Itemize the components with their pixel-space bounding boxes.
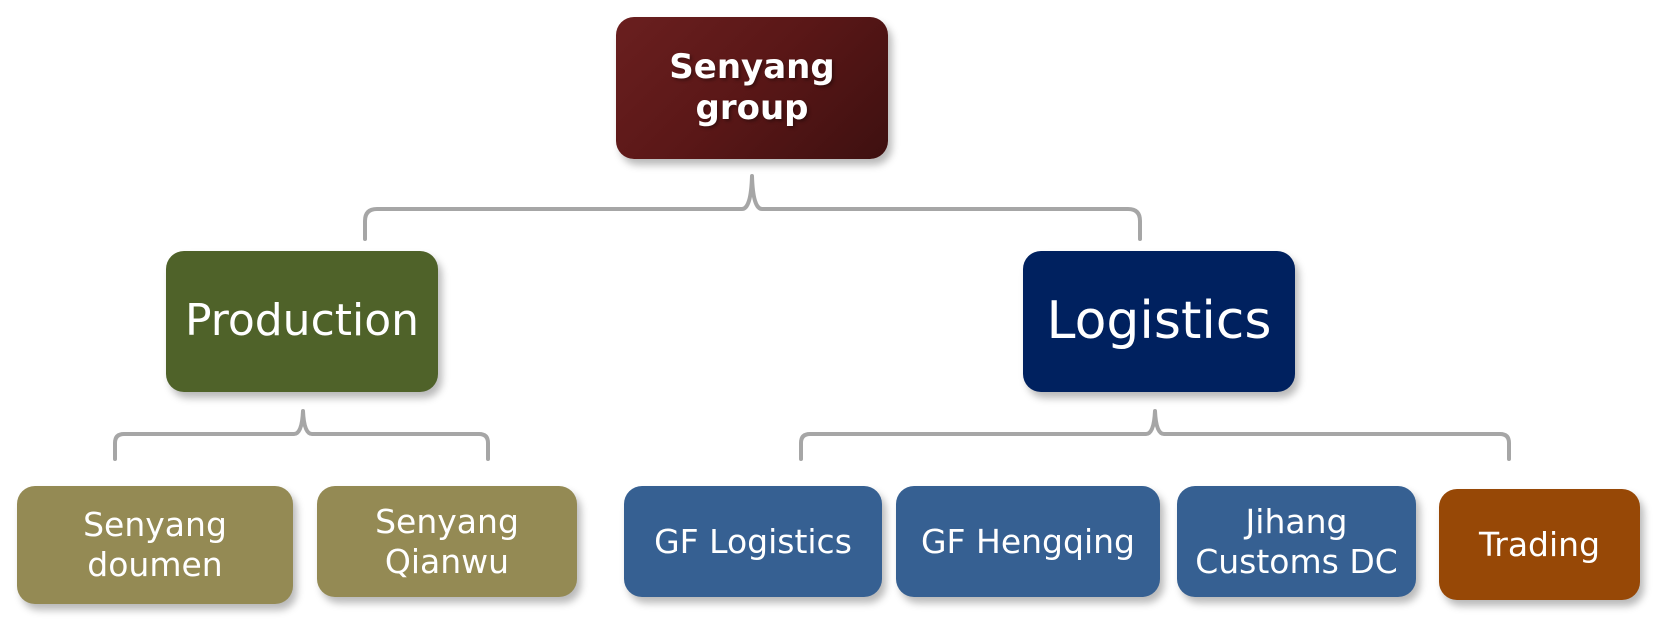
node-trading-label: Trading (1478, 524, 1601, 564)
node-gf-hengqing-label: GF Hengqing (920, 521, 1135, 561)
root-brace-connector (363, 174, 1142, 241)
node-gf-logistics-label: GF Logistics (654, 521, 852, 561)
node-logistics: Logistics (1023, 251, 1295, 392)
node-production: Production (166, 251, 438, 392)
node-production-label: Production (184, 295, 420, 347)
node-senyang-doumen: Senyang doumen (17, 486, 293, 604)
node-jihang-customs-dc: Jihang Customs DC (1177, 486, 1416, 597)
node-senyang-doumen-label: Senyang doumen (83, 505, 227, 584)
node-jihang-customs-dc-label: Jihang Customs DC (1195, 501, 1398, 581)
node-gf-hengqing: GF Hengqing (896, 486, 1160, 597)
node-logistics-label: Logistics (1046, 291, 1272, 352)
node-senyang-group: Senyang group (616, 17, 888, 159)
node-senyang-qianwu: Senyang Qianwu (317, 486, 577, 597)
node-senyang-qianwu-label: Senyang Qianwu (375, 501, 519, 581)
logistics-brace-connector (799, 409, 1511, 461)
node-trading: Trading (1439, 489, 1640, 600)
production-brace-connector (113, 409, 490, 461)
node-gf-logistics: GF Logistics (624, 486, 882, 597)
node-senyang-group-label: Senyang group (669, 47, 835, 128)
